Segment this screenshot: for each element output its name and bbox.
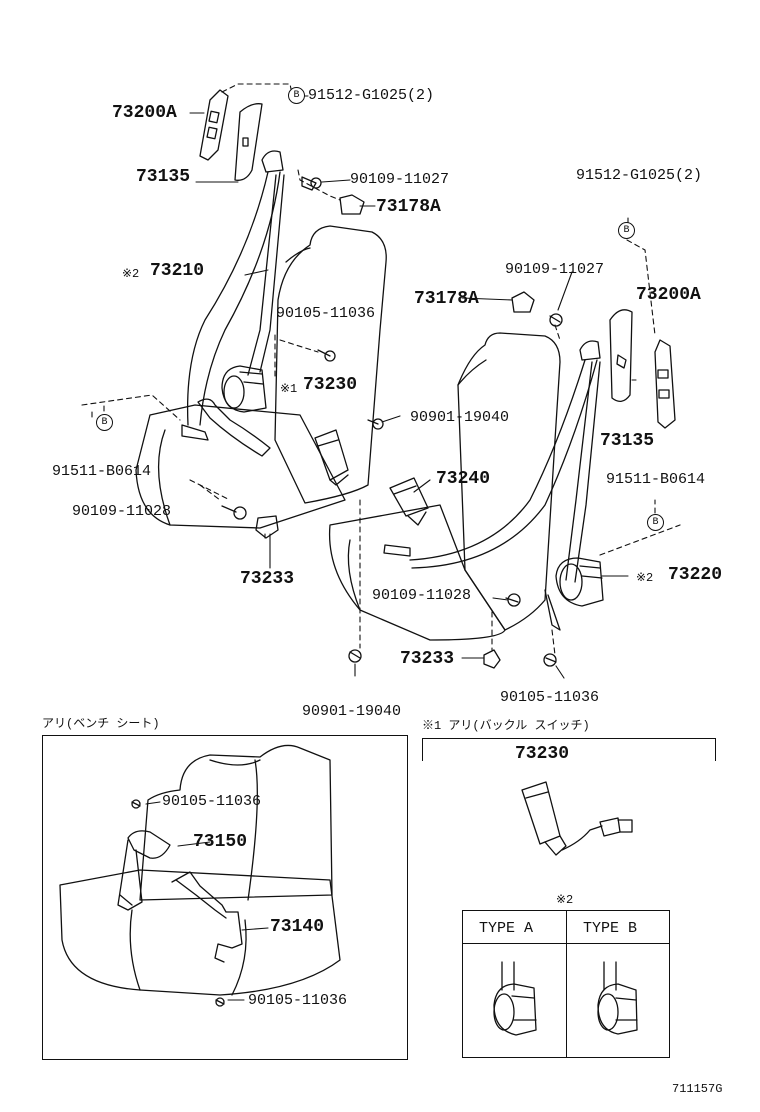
type-table: TYPE A TYPE B: [462, 910, 670, 1058]
label-90105-11036-bench-bottom: 90105-11036: [248, 992, 348, 1009]
label-91511-b0614-left: 91511-B0614: [52, 463, 152, 480]
label-91512-g1025-right: 91512-G1025(2): [576, 167, 703, 184]
label-73230-switch: 73230: [515, 744, 570, 764]
circle-b-marker: B: [618, 222, 635, 239]
label-90901-19040-right: 90901-19040: [410, 409, 510, 426]
label-73200a-left: 73200A: [112, 103, 177, 123]
type-a-retractor-drawing: [493, 961, 537, 1036]
note-1-left: ※1: [280, 382, 298, 396]
label-73135-left: 73135: [136, 167, 191, 187]
label-73140: 73140: [270, 917, 325, 937]
buckle-switch-title: ※1 アリ(バックル スイッチ): [422, 719, 590, 733]
bench-seat-drawing: [59, 744, 341, 1007]
type-table-note: ※2: [556, 893, 574, 907]
label-73233-left: 73233: [240, 569, 295, 589]
left-seat-drawing: [135, 225, 387, 529]
label-90109-11028-left: 90109-11028: [72, 503, 172, 520]
right-belt-drawing: [383, 309, 676, 631]
label-73135-right: 73135: [600, 431, 655, 451]
note-2-left: ※2: [122, 267, 140, 281]
label-90109-11027-right: 90109-11027: [505, 261, 605, 278]
label-91512-g1025-left: 91512-G1025(2): [308, 87, 435, 104]
label-73233-right: 73233: [400, 649, 455, 669]
buckle-switch-bracket: [422, 738, 716, 761]
label-73150: 73150: [193, 832, 248, 852]
circle-b-marker: B: [288, 87, 305, 104]
label-73210: 73210: [150, 261, 205, 281]
label-90105-11036-right: 90105-11036: [500, 689, 600, 706]
label-73240: 73240: [436, 469, 491, 489]
label-90105-11036-bench-top: 90105-11036: [162, 793, 262, 810]
type-b-header: TYPE B: [583, 920, 638, 937]
label-90109-11027-left: 90109-11027: [350, 171, 450, 188]
label-90109-11028-right: 90109-11028: [372, 587, 472, 604]
bench-panel-title: アリ(ベンチ シート): [42, 717, 160, 731]
circle-b-marker: B: [647, 514, 664, 531]
label-73220: 73220: [668, 565, 723, 585]
type-table-column-divider: [566, 911, 567, 1057]
type-b-retractor-drawing: [597, 961, 638, 1035]
label-90105-11036-left: 90105-11036: [276, 305, 376, 322]
label-73178a-left: 73178A: [376, 197, 441, 217]
leader-lines: [189, 95, 637, 679]
note-2-right: ※2: [636, 571, 654, 585]
figure-code: 711157G: [672, 1082, 723, 1096]
left-belt-drawing: [181, 89, 285, 457]
label-73230-left: 73230: [303, 375, 358, 395]
right-seat-drawing: [328, 332, 561, 641]
right-buckle-drawing: [389, 477, 429, 526]
left-buckle-drawing: [314, 429, 349, 486]
label-91511-b0614-right: 91511-B0614: [606, 471, 706, 488]
circle-b-marker: B: [96, 414, 113, 431]
bench-panel-frame: [42, 735, 408, 1060]
type-a-header: TYPE A: [479, 920, 534, 937]
buckle-switch-drawing: [521, 781, 633, 856]
label-90901-19040-bottom: 90901-19040: [302, 703, 402, 720]
label-73200a-right: 73200A: [636, 285, 701, 305]
label-73178a-right: 73178A: [414, 289, 479, 309]
left-bolts-drawing: [221, 176, 384, 539]
